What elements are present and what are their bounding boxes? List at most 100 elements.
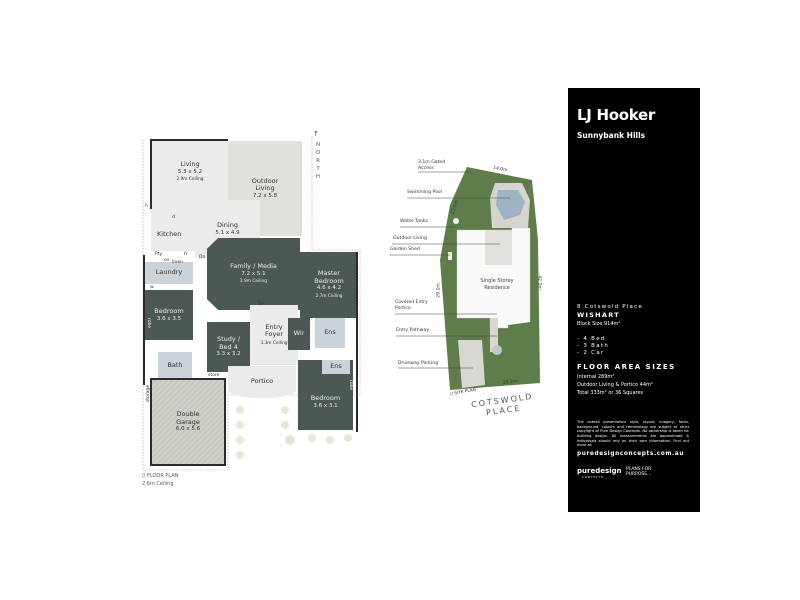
dimension-left: 29.1m <box>436 283 442 298</box>
site-label-swimming-pool: Swimming Pool <box>407 190 442 195</box>
room-ensuite-2: Ens <box>322 360 350 374</box>
room-name: Laundry <box>155 268 183 277</box>
room-name: Master Bedroom <box>314 269 344 285</box>
room-dims: 3.6 x 3.1 <box>313 402 338 409</box>
room-name: Family / Media <box>230 262 277 271</box>
puredesign-logo: puredesign <box>577 467 622 475</box>
room-name: Entry Foyer <box>264 322 283 339</box>
dimension-right: 42.1m <box>536 275 542 290</box>
pool-water <box>496 190 525 220</box>
site-label-water-tanks: Water Tanks <box>400 219 428 224</box>
garden-shed <box>448 252 452 260</box>
feature-car: - 2 Car <box>577 350 605 356</box>
entry-circle <box>492 345 502 355</box>
wall <box>356 252 358 432</box>
property-suburb: WISHART <box>577 311 620 319</box>
room-name: Bath <box>167 361 183 370</box>
room-bath: Bath <box>158 352 192 380</box>
room-family-media: Family / Media 7.2 x 5.1 2.9m Ceiling <box>207 238 300 310</box>
room-dims: 3.6 x 3.5 <box>156 315 182 322</box>
room-dims: 4.6 x 4.2 <box>316 285 342 292</box>
site-label-covered-portico: Covered Entry Portico <box>395 300 428 311</box>
feature-bath: - 3 Bath <box>577 343 610 349</box>
agency-panel: LJ Hooker Sunnybank Hills 8 Cotswold Pla… <box>568 88 700 512</box>
driveway <box>458 340 485 388</box>
site-label-driveway-parking: Driveway Parking <box>398 361 439 366</box>
label-washer: w <box>150 285 154 290</box>
floor-plan-ceiling-note: 2.6m Ceiling <box>142 481 174 487</box>
room-name: Wir <box>293 329 305 338</box>
label-robe: robe <box>146 318 151 329</box>
room-kitchen: Kitchen <box>151 203 201 251</box>
area-total: Total 333m² or 36 Squares <box>577 390 644 396</box>
property-address: 8 Cotswold Place <box>577 304 643 310</box>
entry-pathway <box>490 318 498 352</box>
site-label-outdoor-living: Outdoor Living <box>393 236 427 241</box>
label-linen: linen <box>172 260 183 265</box>
label-step-down: Dn <box>258 302 265 307</box>
room-dims: 7.2 x 5.1 <box>241 270 266 277</box>
area-outdoor: Outdoor Living & Portico 44m² <box>577 382 653 388</box>
site-label-residence: Single Storey Residence <box>480 278 514 291</box>
label-hws: h <box>145 204 148 209</box>
puredesign-logo-sub: CONCEPTS <box>582 476 604 479</box>
room-name: Double Garage <box>176 410 200 426</box>
room-name: Bedroom <box>154 307 184 316</box>
outdoor-living-patio <box>485 230 512 265</box>
room-dims: 5.3 x 5.2 <box>177 168 203 175</box>
north-arrow-icon: ↑ <box>313 130 319 138</box>
room-ceiling: 3.3m Ceiling <box>260 340 288 346</box>
label-step-down: Dn <box>199 255 206 260</box>
room-master-bedroom: Master Bedroom 4.6 x 4.2 2.7m Ceiling <box>300 252 358 318</box>
room-living: Living 5.3 x 5.2 2.9m Ceiling <box>151 141 229 203</box>
label-fridge: fr <box>184 252 188 257</box>
label-store: store <box>208 373 220 378</box>
room-name: Kitchen <box>157 230 182 239</box>
room-name: Portico <box>250 377 274 386</box>
tagline: PLANS FOR PURPOSE... <box>626 467 652 478</box>
site-label-garden-shed: Garden Shed <box>390 247 420 252</box>
area-internal: Internal 289m² <box>577 374 615 380</box>
feature-bed: - 4 Bed <box>577 336 606 342</box>
disclaimer: The overall presentation style, layout, … <box>577 420 689 448</box>
room-name: Study / Bed 4 <box>216 335 241 351</box>
room-study: Study / Bed 4 3.3 x 3.2 <box>207 322 250 372</box>
room-ceiling: 2.9m Ceiling <box>176 176 204 182</box>
room-name: Living <box>180 160 200 169</box>
north-label: NORTH <box>315 142 321 182</box>
label-robe: robe <box>348 380 353 391</box>
site-label-entry-pathway: Entry Pathway <box>396 328 430 333</box>
room-dims: 5.1 x 4.9 <box>215 229 240 236</box>
room-bedroom-1: Bedroom 3.6 x 3.5 <box>145 290 193 340</box>
website-link[interactable]: puredesignconcepts.com.au <box>577 451 685 457</box>
room-portico: Portico <box>228 366 296 398</box>
label-oven: ov <box>164 258 170 263</box>
room-name: Ens <box>330 362 342 371</box>
leader-lines <box>390 171 510 369</box>
room-name: Ens <box>324 328 336 337</box>
room-ceiling: 2.7m Ceiling <box>315 293 343 299</box>
room-name: Dining <box>217 221 238 230</box>
water-tank <box>453 218 459 224</box>
room-wir: Wir <box>288 318 310 350</box>
floor-plan-caption: // FLOOR PLAN <box>142 473 179 479</box>
room-name: Outdoor Living <box>251 176 279 193</box>
floor-area-heading: FLOOR AREA SIZES <box>577 363 676 371</box>
room-double-garage: Double Garage 6.0 x 5.6 <box>150 378 226 466</box>
label-pantry: Pty <box>155 252 163 257</box>
wall <box>150 139 152 209</box>
room-ensuite-1: Ens <box>315 318 345 348</box>
block-size: Block Size 914m² <box>577 321 621 327</box>
room-dims: 6.0 x 5.6 <box>175 426 201 433</box>
room-laundry: Laundry <box>145 262 193 284</box>
room-name: Bedroom <box>310 394 341 403</box>
room-outdoor-living: Outdoor Living 7.2 x 5.8 <box>228 141 302 236</box>
office-name: Sunnybank Hills <box>577 131 646 140</box>
label-dishwasher: d <box>172 215 175 220</box>
brand-logo: LJ Hooker <box>577 106 655 124</box>
room-dims: 7.2 x 5.8 <box>252 192 278 199</box>
room-ceiling: 2.9m Ceiling <box>239 278 268 284</box>
